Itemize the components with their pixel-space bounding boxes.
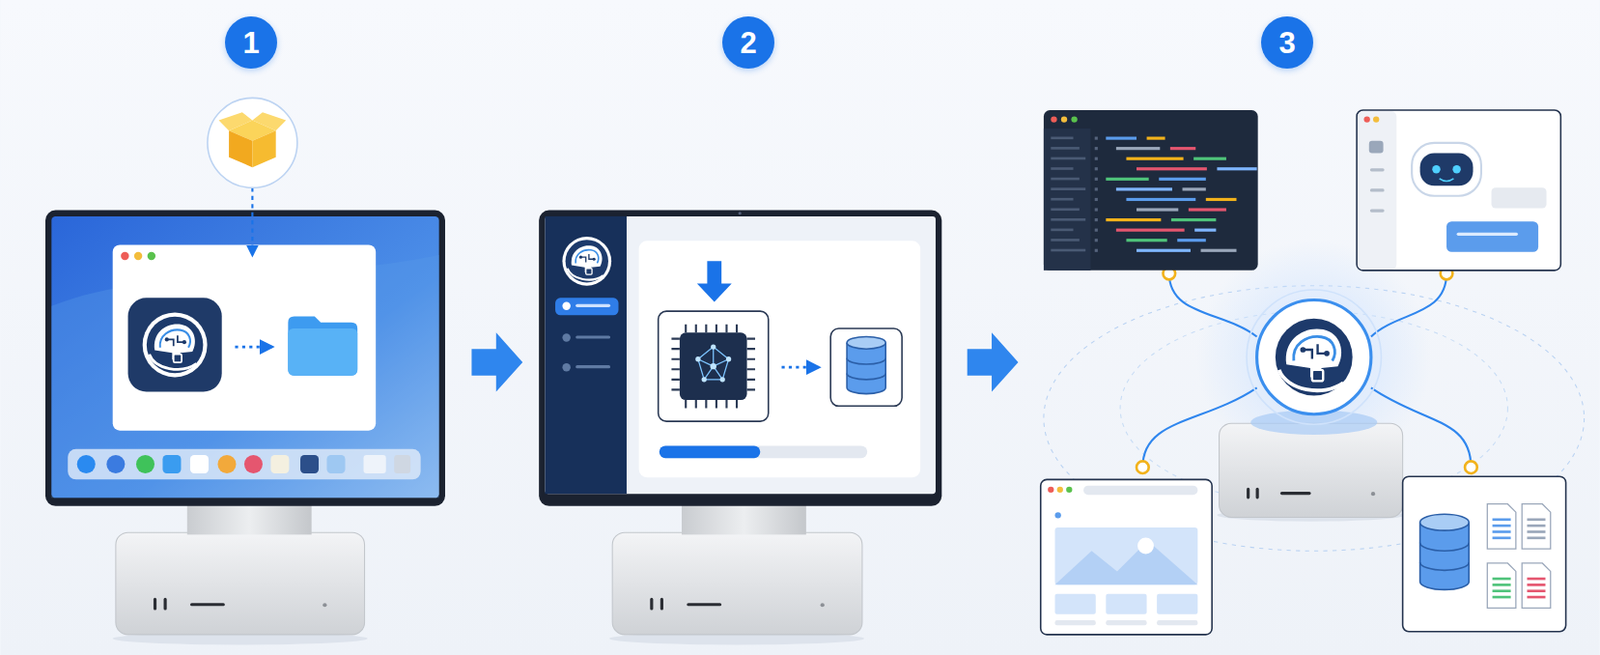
hub-illustration: [1040, 110, 1585, 635]
monitor-2: [538, 210, 942, 646]
step-number: 2: [739, 28, 757, 58]
step-number-circle: 1: [224, 16, 278, 69]
step-number: 1: [242, 28, 259, 58]
flow-arrow: [471, 332, 523, 392]
step-number-circle: 3: [1261, 16, 1314, 69]
step-number-circle: 2: [722, 16, 775, 69]
monitor-1: [45, 97, 446, 645]
step-number: 3: [1278, 28, 1295, 58]
flow-arrow: [967, 332, 1019, 392]
